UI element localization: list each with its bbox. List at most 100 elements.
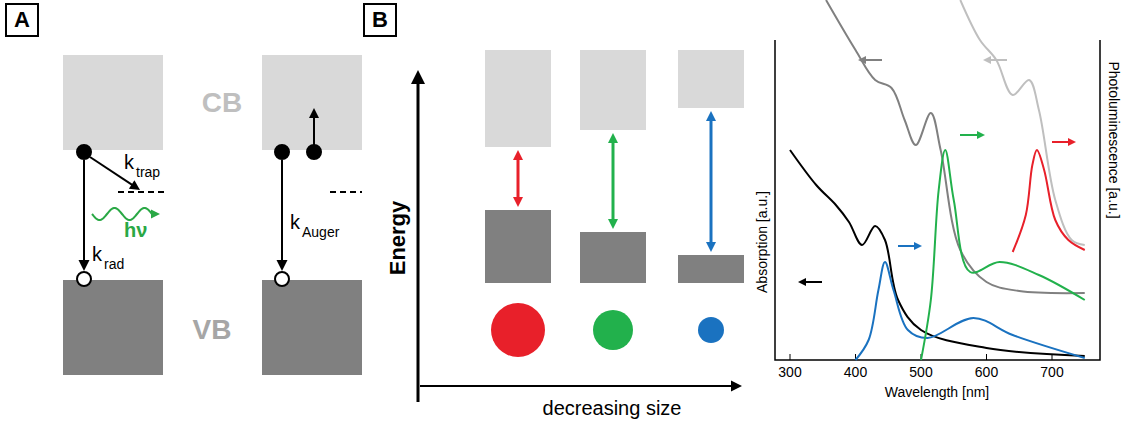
conduction-band [63, 55, 163, 150]
arrow [983, 56, 1007, 64]
arrow-line [1052, 141, 1070, 143]
band-label: VB [193, 316, 232, 344]
axis-title: Energy [387, 201, 409, 276]
arrow-head [858, 56, 866, 64]
arrow [960, 131, 985, 139]
arrow-head [731, 381, 742, 392]
rate-constant: k [290, 212, 300, 232]
subscript: rad [104, 257, 124, 271]
arrow-head [151, 210, 160, 219]
spectrum-curve [856, 262, 1085, 360]
arrow-line [83, 160, 85, 262]
axis-title: decreasing size [543, 398, 682, 418]
nanocrystal [593, 310, 633, 350]
conduction-band [580, 50, 646, 130]
panel-label: B [372, 9, 388, 31]
spectrum-curve [790, 150, 1085, 356]
arrow-line [898, 245, 916, 247]
arrow-line [313, 116, 315, 145]
axis-title: Photoluminescence [a.u.] [1107, 61, 1121, 218]
arrow [513, 150, 523, 207]
arrow [79, 160, 90, 271]
tick [790, 354, 791, 360]
band-label: CB [202, 89, 242, 117]
subscript: trap [136, 165, 160, 179]
hole [275, 272, 289, 286]
arrow-head [608, 133, 618, 143]
arrow [858, 56, 882, 64]
arrow-line [281, 160, 283, 262]
conduction-band [262, 55, 362, 150]
rate-constant: k [124, 152, 134, 172]
arrow-head [1068, 138, 1076, 146]
arrow [420, 381, 742, 392]
arrow-line [710, 119, 713, 244]
nanocrystal [698, 317, 724, 343]
photon-label: hν [124, 220, 147, 240]
arrow-head [706, 242, 716, 252]
rate-constant: k [92, 244, 102, 264]
tick-label: 300 [778, 365, 801, 379]
arrow-head [411, 70, 425, 84]
arrow-head [513, 197, 523, 207]
hole [77, 272, 91, 286]
arrow-head [309, 108, 319, 118]
arrow-line [420, 385, 733, 387]
arrow-line [989, 59, 1007, 61]
panel-label-box: A [5, 3, 39, 37]
electron [275, 145, 289, 159]
arrow [798, 278, 822, 286]
conduction-band [678, 50, 744, 108]
conduction-band [485, 50, 551, 147]
axis-title: Absorption [a.u.] [755, 191, 769, 293]
tick-label: 500 [909, 365, 932, 379]
arrow [1052, 138, 1076, 146]
arrow [706, 111, 716, 252]
nanocrystal [491, 303, 545, 357]
trap-state [330, 191, 362, 193]
arrow-head [608, 219, 618, 229]
arrow [608, 133, 618, 229]
valence-band [63, 280, 163, 375]
valence-band [262, 280, 362, 375]
arrow-head [977, 131, 985, 139]
panel-label: A [14, 9, 30, 31]
arrow-line [804, 281, 822, 283]
arrow-head [129, 180, 140, 190]
valence-band [485, 210, 551, 283]
spectrum-curve [960, 0, 1084, 245]
spectrum-curve [826, 0, 1085, 293]
arrow-line [417, 81, 420, 402]
tick-label: 400 [844, 365, 867, 379]
arrow-line [517, 158, 520, 199]
subscript: Auger [302, 225, 339, 239]
arrow-line [612, 141, 615, 221]
tick-label: 700 [1040, 365, 1063, 379]
electron [307, 145, 321, 159]
arrow-head [277, 260, 288, 271]
plot-frame [775, 40, 1100, 360]
valence-band [580, 232, 646, 283]
arrow-line [960, 134, 979, 136]
axis-title: Wavelength [nm] [885, 385, 990, 399]
arrow-head [79, 260, 90, 271]
spectrum-curve [921, 150, 1085, 360]
arrow [277, 160, 288, 271]
photon-wave [92, 208, 152, 220]
arrow [411, 70, 425, 402]
panel-label-box: B [363, 3, 397, 37]
arrow-head [914, 242, 922, 250]
tick [986, 354, 987, 360]
arrow-head [513, 150, 523, 160]
spectrum-curve [1013, 150, 1085, 252]
arrow [309, 108, 319, 145]
valence-band [678, 255, 744, 283]
arrow-line [864, 59, 882, 61]
arrow [898, 242, 922, 250]
arrow-head [983, 56, 991, 64]
arrow-head [798, 278, 806, 286]
trap-state [118, 191, 168, 193]
tick-label: 600 [975, 365, 998, 379]
arrow-head [706, 111, 716, 121]
